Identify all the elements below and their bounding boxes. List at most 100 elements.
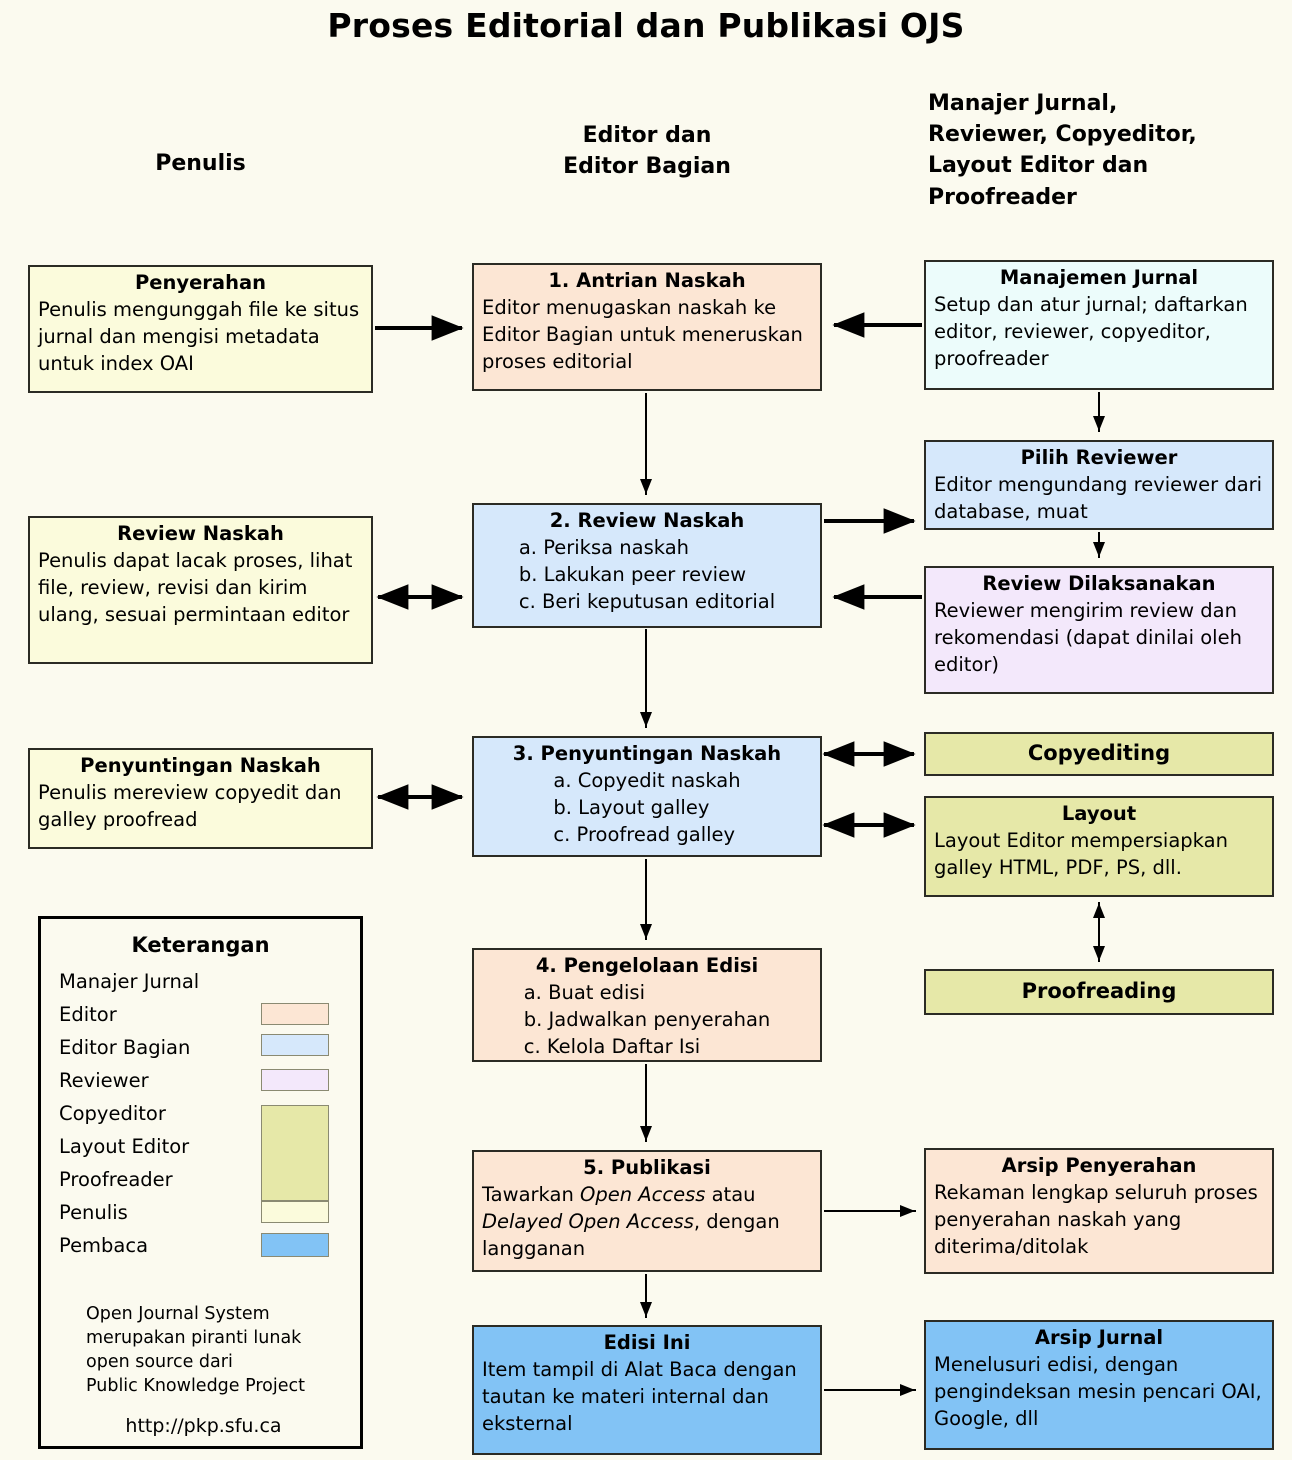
box-layout[interactable]: Layout Layout Editor mempersiapkan galle… <box>924 796 1274 897</box>
legend-swatch-copy-layout-proof <box>261 1105 329 1201</box>
box-arsip-jurnal[interactable]: Arsip Jurnal Menelusuri edisi, dengan pe… <box>924 1320 1274 1450</box>
legend-row-reviewer: Reviewer <box>41 1064 360 1097</box>
box-edisi-ini-body: Item tampil di Alat Baca dengan tautan k… <box>482 1357 797 1435</box>
box-pengelolaan-edisi-head: 4. Pengelolaan Edisi <box>535 954 759 977</box>
box-manajemen-jurnal-body: Setup dan atur jurnal; daftarkan editor,… <box>934 292 1248 370</box>
column-header-author: Penulis <box>28 148 373 179</box>
legend-label: Reviewer <box>59 1069 149 1092</box>
box-pengelolaan-edisi-items: a. Buat edisi b. Jadwalkan penyerahan c.… <box>523 980 771 1060</box>
box-layout-body: Layout Editor mempersiapkan galley HTML,… <box>934 828 1228 879</box>
box-penyerahan-body: Penulis mengunggah file ke situs jurnal … <box>38 297 360 375</box>
legend-row-proofreader: Proofreader <box>41 1163 360 1196</box>
box-review-naskah-items: a. Periksa naskah b. Lakukan peer review… <box>519 535 775 616</box>
box-manajemen-jurnal-head: Manajemen Jurnal <box>999 266 1199 289</box>
list-item: a. Copyedit naskah <box>553 768 741 792</box>
box-arsip-jurnal-head: Arsip Jurnal <box>1034 1326 1164 1349</box>
legend-label: Manajer Jurnal <box>59 970 200 993</box>
box-review-naskah-head: 2. Review Naskah <box>549 509 745 532</box>
box-manajemen-jurnal[interactable]: Manajemen Jurnal Setup dan atur jurnal; … <box>924 260 1274 390</box>
box-review-dilaksanakan-body: Reviewer mengirim review dan rekomendasi… <box>934 598 1242 676</box>
box-pengelolaan-edisi[interactable]: 4. Pengelolaan Edisi a. Buat edisi b. Ja… <box>472 948 822 1062</box>
column-header-author-label: Penulis <box>155 151 246 176</box>
box-penyuntingan-penulis-body: Penulis mereview copyedit dan galley pro… <box>38 780 342 831</box>
box-edisi-ini[interactable]: Edisi Ini Item tampil di Alat Baca denga… <box>472 1325 822 1455</box>
publikasi-delayed-open-access: Delayed Open Access <box>482 1209 694 1233</box>
box-penyuntingan-naskah[interactable]: 3. Penyuntingan Naskah a. Copyedit naska… <box>472 736 822 857</box>
list-item: b. Layout galley <box>553 795 710 819</box>
box-review-naskah[interactable]: 2. Review Naskah a. Periksa naskah b. La… <box>472 503 822 628</box>
box-penyerahan-head: Penyerahan <box>134 271 267 294</box>
box-penyuntingan-penulis-head: Penyuntingan Naskah <box>80 754 321 777</box>
legend-url: http://pkp.sfu.ca <box>125 1415 282 1437</box>
box-review-dilaksanakan-head: Review Dilaksanakan <box>982 572 1216 595</box>
publikasi-text-3: , <box>693 1209 701 1233</box>
list-item: a. Buat edisi <box>523 980 645 1004</box>
box-penyuntingan-naskah-items: a. Copyedit naskah b. Layout galley c. P… <box>553 768 740 849</box>
column-header-others: Manajer Jurnal, Reviewer, Copyeditor, La… <box>928 88 1278 213</box>
legend-label: Copyeditor <box>59 1102 166 1125</box>
box-proofreading[interactable]: Proofreading <box>924 969 1274 1015</box>
box-copyediting-head: Copyediting <box>1027 740 1171 765</box>
legend-label: Editor Bagian <box>59 1036 191 1059</box>
box-antrian-naskah-head: 1. Antrian Naskah <box>548 269 746 292</box>
column-header-others-label: Manajer Jurnal, Reviewer, Copyeditor, La… <box>928 91 1197 210</box>
legend-swatch-reviewer <box>261 1069 329 1091</box>
legend-title: Keterangan <box>131 933 270 957</box>
legend-label: Layout Editor <box>59 1135 190 1158</box>
legend-swatch-penulis <box>261 1201 329 1223</box>
legend-swatch-editor <box>261 1003 329 1025</box>
box-penyuntingan-penulis[interactable]: Penyuntingan Naskah Penulis mereview cop… <box>28 748 373 849</box>
legend-swatch-editor-bagian <box>261 1034 329 1056</box>
box-publikasi-body: Tawarkan Open Access atau Delayed Open A… <box>482 1182 812 1263</box>
box-pilih-reviewer-head: Pilih Reviewer <box>1020 446 1178 469</box>
publikasi-text-2: atau <box>705 1182 756 1206</box>
list-item: b. Lakukan peer review <box>518 562 747 586</box>
box-antrian-naskah-body: Editor menugaskan naskah ke Editor Bagia… <box>482 295 803 373</box>
box-layout-head: Layout <box>1061 802 1137 825</box>
legend-swatch-pembaca <box>261 1233 329 1257</box>
box-arsip-penyerahan-body: Rekaman lengkap seluruh proses penyeraha… <box>934 1180 1258 1258</box>
legend-row-copyeditor: Copyeditor <box>41 1097 360 1201</box>
box-publikasi-head: 5. Publikasi <box>583 1156 711 1179</box>
publikasi-open-access: Open Access <box>580 1182 706 1206</box>
legend-row-pembaca: Pembaca <box>41 1229 360 1262</box>
box-pilih-reviewer-body: Editor mengundang reviewer dari database… <box>934 472 1263 523</box>
box-penyerahan[interactable]: Penyerahan Penulis mengunggah file ke si… <box>28 265 373 393</box>
box-pilih-reviewer[interactable]: Pilih Reviewer Editor mengundang reviewe… <box>924 440 1274 530</box>
publikasi-text-4: dengan langganan <box>482 1209 780 1260</box>
legend-panel: Keterangan Manajer Jurnal Editor Editor … <box>38 916 363 1449</box>
publikasi-text-1: Tawarkan <box>482 1182 581 1206</box>
legend-row-editor-bagian: Editor Bagian <box>41 1031 360 1064</box>
legend-label: Proofreader <box>59 1168 173 1191</box>
column-header-editor-label: Editor dan Editor Bagian <box>563 123 731 180</box>
legend-row-manajer-jurnal: Manajer Jurnal <box>41 965 360 998</box>
legend-row-layout-editor: Layout Editor <box>41 1130 360 1163</box>
page-title: Proses Editorial dan Publikasi OJS <box>327 6 965 45</box>
legend-row-penulis: Penulis <box>41 1196 360 1229</box>
box-copyediting[interactable]: Copyediting <box>924 732 1274 776</box>
box-review-naskah-penulis-body: Penulis dapat lacak proses, lihat file, … <box>38 548 353 626</box>
column-header-editor: Editor dan Editor Bagian <box>472 120 822 182</box>
box-review-dilaksanakan[interactable]: Review Dilaksanakan Reviewer mengirim re… <box>924 566 1274 694</box>
box-arsip-penyerahan-head: Arsip Penyerahan <box>1001 1154 1197 1177</box>
box-proofreading-head: Proofreading <box>1021 978 1177 1003</box>
box-review-naskah-penulis-head: Review Naskah <box>117 522 284 545</box>
box-antrian-naskah[interactable]: 1. Antrian Naskah Editor menugaskan nask… <box>472 263 822 391</box>
box-penyuntingan-naskah-head: 3. Penyuntingan Naskah <box>512 742 782 765</box>
list-item: c. Proofread galley <box>553 822 736 846</box>
list-item: b. Jadwalkan penyerahan <box>523 1007 771 1031</box>
legend-label: Editor <box>59 1003 117 1026</box>
legend-row-editor: Editor <box>41 998 360 1031</box>
legend-note: Open Journal System merupakan piranti lu… <box>86 1304 305 1396</box>
list-item: c. Beri keputusan editorial <box>518 589 776 613</box>
list-item: c. Kelola Daftar Isi <box>523 1034 701 1058</box>
legend-label: Pembaca <box>59 1234 149 1257</box>
box-publikasi[interactable]: 5. Publikasi Tawarkan Open Access atau D… <box>472 1150 822 1272</box>
box-arsip-penyerahan[interactable]: Arsip Penyerahan Rekaman lengkap seluruh… <box>924 1148 1274 1274</box>
box-edisi-ini-head: Edisi Ini <box>603 1331 691 1354</box>
legend-rows: Manajer Jurnal Editor Editor Bagian Revi… <box>41 965 360 1262</box>
legend-label: Penulis <box>59 1201 128 1224</box>
list-item: a. Periksa naskah <box>518 535 690 559</box>
box-review-naskah-penulis[interactable]: Review Naskah Penulis dapat lacak proses… <box>28 516 373 664</box>
